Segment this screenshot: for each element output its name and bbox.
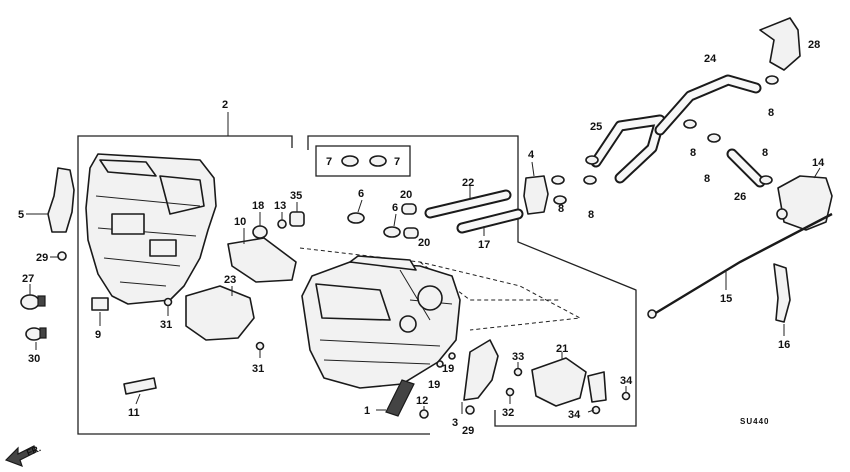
label-11: 11 (128, 407, 140, 419)
label-34-left: 34 (568, 409, 581, 421)
label-16: 16 (778, 339, 790, 351)
label-8-d: 8 (690, 147, 696, 159)
part-9-clip (91, 297, 109, 311)
label-2: 2 (222, 99, 228, 111)
part-3-duct (463, 339, 499, 401)
label-12: 12 (416, 395, 428, 407)
part-13-nut (277, 219, 287, 229)
label-8-c: 8 (768, 107, 774, 119)
label-9: 9 (95, 329, 101, 341)
heater-case-right (301, 261, 461, 389)
label-14: 14 (812, 157, 825, 169)
label-19-right: 19 (442, 363, 454, 375)
part-16-arm (773, 263, 791, 323)
cable-15 (653, 212, 833, 316)
label-24: 24 (704, 53, 717, 65)
label-20-top: 20 (400, 189, 412, 201)
label-29-left: 29 (36, 252, 48, 264)
part-1-lever (385, 379, 415, 417)
label-34-right: 34 (620, 375, 633, 387)
label-8-b: 8 (588, 209, 594, 221)
label-4: 4 (528, 149, 535, 161)
label-5: 5 (18, 209, 24, 221)
label-3: 3 (452, 417, 458, 429)
clamp-pair-box (315, 145, 411, 177)
part-14-valve (777, 175, 833, 231)
part-23-cover (185, 285, 255, 341)
part-35-cap (289, 211, 305, 227)
label-19-left: 19 (428, 379, 440, 391)
part-4-joint (523, 175, 549, 215)
label-32: 32 (502, 407, 514, 419)
valve-group-frame (307, 135, 637, 427)
clamp-7-b (369, 155, 387, 167)
part-27-plug (20, 294, 40, 310)
label-15: 15 (720, 293, 732, 305)
label-6-left: 6 (358, 188, 364, 200)
label-27: 27 (22, 273, 34, 285)
forward-arrow (4, 445, 37, 468)
part-21-cover (531, 357, 587, 407)
label-23: 23 (224, 274, 236, 286)
part-5-duct (47, 167, 75, 233)
label-26: 26 (734, 191, 746, 203)
part-20-plug-a (401, 203, 417, 215)
label-8-a: 8 (558, 203, 564, 215)
label-28: 28 (808, 39, 820, 51)
label-20-bottom: 20 (418, 237, 430, 249)
part-11-bracket (123, 377, 157, 395)
label-31-right: 31 (252, 363, 264, 375)
label-10: 10 (234, 216, 246, 228)
label-35: 35 (290, 190, 302, 202)
label-7-right: 7 (394, 156, 400, 168)
label-22: 22 (462, 177, 474, 189)
part-28-bracket (759, 17, 801, 71)
label-33: 33 (512, 351, 524, 363)
label-31-left: 31 (160, 319, 172, 331)
label-29-right: 29 (462, 425, 474, 437)
label-13: 13 (274, 200, 286, 212)
part-18-grommet (252, 225, 268, 239)
label-8-f: 8 (762, 147, 768, 159)
label-8-e: 8 (704, 173, 710, 185)
part-10-flap (227, 237, 297, 283)
label-30: 30 (28, 353, 40, 365)
diagram-code: SU440 (740, 417, 769, 426)
label-6-right: 6 (392, 202, 398, 214)
clamp-7-a (341, 155, 359, 167)
label-17: 17 (478, 239, 490, 251)
heater-unit-frame (77, 135, 430, 435)
label-1: 1 (364, 405, 370, 417)
direction-label: FR. (25, 443, 42, 458)
label-21: 21 (556, 343, 568, 355)
label-7-left: 7 (326, 156, 332, 168)
label-25: 25 (590, 121, 602, 133)
label-18: 18 (252, 200, 264, 212)
part-20-plug-b (403, 227, 419, 239)
